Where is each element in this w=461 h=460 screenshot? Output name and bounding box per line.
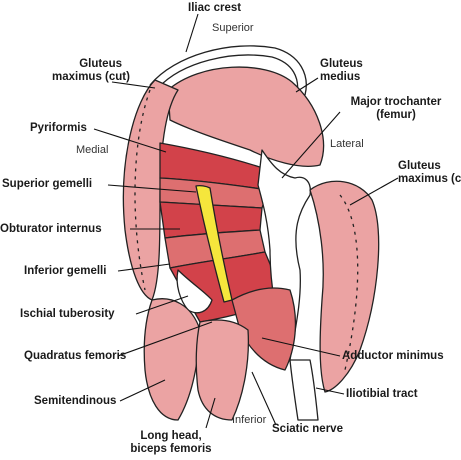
ischial-tuberosity-shape — [176, 269, 213, 314]
adductor-minimus-label: Adductor minimus — [342, 350, 444, 362]
superior-direction: Superior — [212, 22, 254, 34]
iliotibial-tract-shape — [289, 359, 319, 421]
iliac-crest-outline — [149, 45, 307, 96]
inferior-gemelli-label: Inferior gemelli — [24, 265, 107, 277]
adductor-minimus-shape — [231, 287, 297, 371]
quadratus-femoris-label: Quadratus femoris — [24, 350, 127, 362]
superior-gemelli-label: Superior gemelli — [2, 178, 93, 190]
ischial-tuberosity-label: Ischial tuberosity — [20, 308, 115, 320]
major-trochanter-label: Major trochanter (femur) — [350, 96, 442, 121]
semitendinous-shape — [143, 298, 201, 421]
iliac-crest-label: Iliac crest — [188, 2, 242, 14]
leader-lines — [93, 13, 399, 429]
inferior-direction: Inferior — [232, 414, 267, 426]
lateral-direction: Lateral — [330, 138, 364, 150]
biceps-femoris-label: Long head, biceps femoris — [130, 430, 212, 455]
semitendinous-label: Semitendinous — [34, 395, 117, 407]
obturator-internus-label: Obturator internus — [0, 223, 102, 235]
gluteus-maximus-right-shape — [309, 180, 380, 393]
medial-direction: Medial — [76, 144, 109, 156]
iliotibial-tract-label: Iliotibial tract — [346, 388, 418, 400]
gluteus-maximus-right-label: Gluteus maximus (cut) — [398, 160, 461, 185]
gluteus-medius-label: Gluteus medius — [320, 58, 363, 83]
gluteus-maximus-left-label: Gluteus maximus (cut) — [52, 58, 130, 83]
sciatic-nerve-shape — [195, 184, 233, 303]
pyriformis-label: Pyriformis — [30, 122, 87, 134]
major-trochanter-shape — [257, 149, 311, 361]
sciatic-nerve-label: Sciatic nerve — [272, 423, 343, 435]
biceps-femoris-shape — [195, 319, 250, 421]
gluteus-medius-shape — [167, 66, 325, 167]
